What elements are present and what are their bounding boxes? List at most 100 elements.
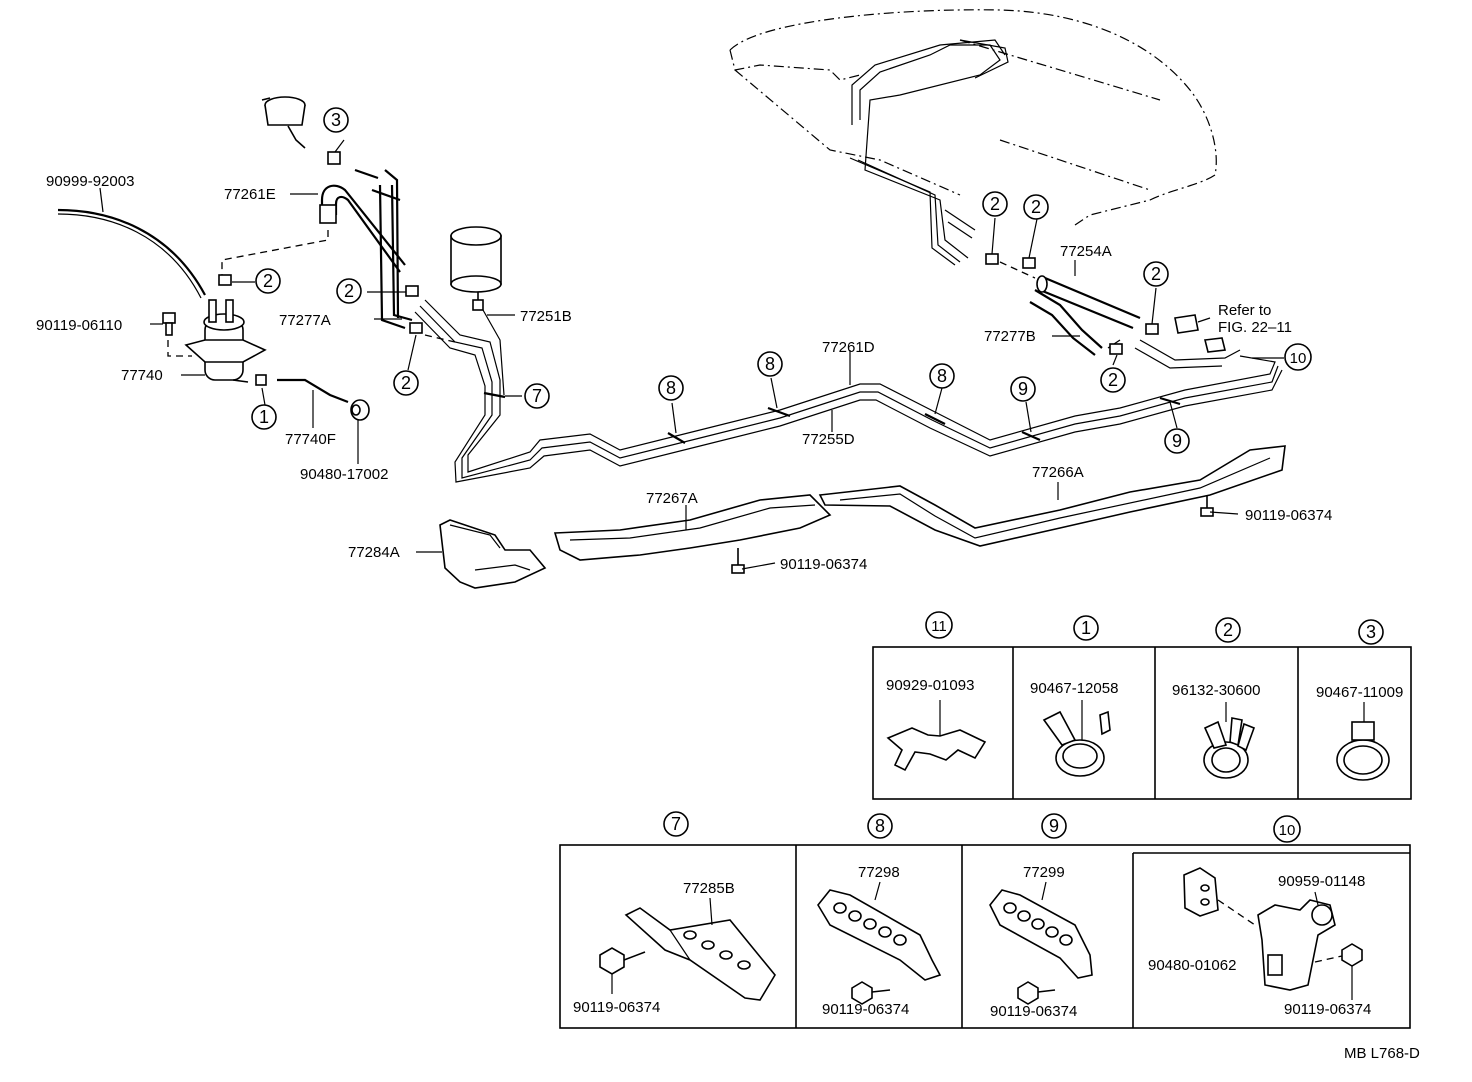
callout-90119-06110: 90119-06110 (36, 317, 122, 334)
svg-text:2: 2 (1108, 370, 1118, 390)
vent-hose (57, 208, 206, 296)
bolt-icon (851, 981, 891, 1005)
svg-text:2: 2 (1031, 197, 1041, 217)
grommet-icon (350, 399, 370, 421)
callout-77261d: 77261D (822, 339, 875, 356)
svg-text:7: 7 (532, 386, 542, 406)
bolt-icon (599, 947, 646, 994)
leader-lines (99, 139, 1284, 570)
svg-text:3: 3 (331, 110, 341, 130)
hose-77740f[interactable] (255, 374, 349, 404)
hose-77254a[interactable] (1036, 275, 1141, 330)
circled-number-2: 2 (393, 370, 419, 396)
callout-77255d: 77255D (802, 431, 855, 448)
circled-number-10: 10 (1273, 815, 1301, 843)
bracket-77299-icon (989, 881, 1093, 979)
callout-77740f: 77740F (285, 431, 336, 448)
callout-77254a: 77254A (1060, 243, 1112, 260)
bolt-part-number: 90119-06374 (1284, 1001, 1371, 1018)
fitting-icon (1174, 314, 1226, 353)
callout-77277a: 77277A (279, 312, 331, 329)
band-clamp-icon (1336, 702, 1390, 781)
circled-number-11: 11 (925, 611, 953, 639)
protector-77284a[interactable] (439, 519, 547, 589)
svg-text:10: 10 (1279, 822, 1296, 839)
circled-number-9: 9 (1041, 813, 1067, 839)
circled-number-3: 3 (323, 107, 349, 133)
circled-number-2: 2 (336, 278, 362, 304)
svg-text:9: 9 (1018, 379, 1028, 399)
hose-77261e[interactable] (319, 184, 406, 273)
callout-77261e: 77261E (224, 186, 276, 203)
circled-number-1: 1 (251, 404, 277, 430)
circled-number-8: 8 (929, 363, 955, 389)
circled-number-2: 2 (1100, 367, 1126, 393)
svg-text:7: 7 (671, 814, 681, 834)
spring-clamp-icon (1203, 702, 1256, 779)
svg-text:2: 2 (990, 194, 1000, 214)
charcoal-canister[interactable] (184, 299, 267, 383)
bolt-icon (162, 312, 176, 336)
svg-text:2: 2 (263, 271, 273, 291)
callout-77284a: 77284A (348, 544, 400, 561)
bracket-77285b-icon (624, 897, 776, 1001)
fuel-filter[interactable] (450, 226, 502, 311)
vent-cap-icon (261, 96, 306, 149)
clamp-part-number: 96132-30600 (1172, 682, 1260, 699)
circled-callouts: 3 2 2 2 1 7 8 8 8 9 9 2 2 2 2 10 (251, 107, 1312, 454)
circled-number-3: 3 (1358, 619, 1384, 645)
callout-refer-line2: FIG. 22–11 (1218, 319, 1292, 336)
callout-90999-92003: 90999-92003 (46, 173, 134, 190)
bracket-part-number: 77299 (1023, 864, 1065, 881)
svg-text:9: 9 (1049, 816, 1059, 836)
clamp-90959-01148-icon (1257, 891, 1336, 991)
clip-icon (405, 285, 423, 334)
callout-labels: 90999-92003 77261E 90119-06110 77740 777… (36, 173, 1332, 573)
hose-clamp-icon (1042, 700, 1111, 777)
circled-number-8: 8 (658, 375, 684, 401)
bracket-part-number: 90480-01062 (1148, 957, 1236, 974)
circled-number-2: 2 (1215, 617, 1241, 643)
circled-number-2: 2 (982, 191, 1008, 217)
pipe-holder-clip-icon (886, 700, 987, 772)
svg-text:2: 2 (344, 281, 354, 301)
clamp-part-number: 90467-12058 (1030, 680, 1118, 697)
bracket-part-number: 90959-01148 (1278, 873, 1365, 890)
circled-number-8: 8 (757, 351, 783, 377)
bolt-part-number: 90119-06374 (990, 1003, 1077, 1020)
circled-number-9: 9 (1010, 376, 1036, 402)
callout-77740: 77740 (121, 367, 163, 384)
callout-77277b: 77277B (984, 328, 1036, 345)
circled-number-9: 9 (1164, 428, 1190, 454)
hose-77277a[interactable] (354, 168, 413, 330)
clip-icon (985, 253, 1159, 355)
bracket-reference-table: 7 8 9 10 77285B 90119-06374 77298 90119-… (559, 811, 1411, 1029)
bolt-icon (1314, 943, 1363, 1000)
clamp-part-number: 90929-01093 (886, 677, 974, 694)
circled-number-1: 1 (1073, 615, 1099, 641)
clamp-part-number: 90467-11009 (1316, 684, 1403, 701)
svg-text:3: 3 (1366, 622, 1376, 642)
circled-number-2: 2 (1023, 194, 1049, 220)
svg-text:1: 1 (1081, 618, 1091, 638)
protector-77267a[interactable] (553, 494, 832, 561)
pipe-clamp-icon (483, 391, 1181, 444)
protector-77266a[interactable] (818, 445, 1286, 547)
svg-text:1: 1 (259, 407, 269, 427)
bolt-icon (1200, 496, 1214, 517)
bracket-77298-icon (817, 881, 942, 981)
clip-icon (327, 151, 341, 165)
main-fuel-pipes (414, 299, 1283, 483)
circled-number-2: 2 (1143, 261, 1169, 287)
callout-90119-06374: 90119-06374 (780, 556, 867, 573)
svg-text:10: 10 (1290, 350, 1307, 367)
callout-77251b: 77251B (520, 308, 572, 325)
hose-77277b[interactable] (1029, 289, 1103, 356)
callout-77267a: 77267A (646, 490, 698, 507)
cushion-icon (1183, 867, 1219, 917)
bracket-part-number: 77285B (683, 880, 735, 897)
bolt-part-number: 90119-06374 (573, 999, 660, 1016)
callout-77266a: 77266A (1032, 464, 1084, 481)
